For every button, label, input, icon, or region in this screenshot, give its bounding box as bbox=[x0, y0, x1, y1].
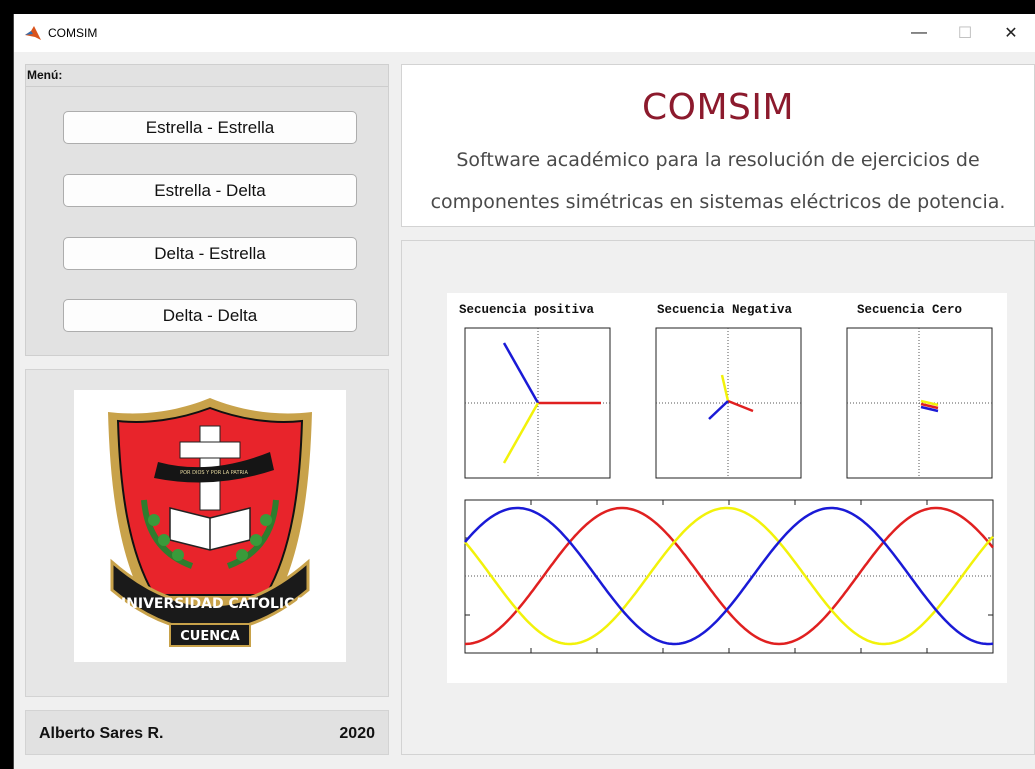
negative-sequence-axes bbox=[655, 327, 802, 479]
band-text: UNIVERSIDAD CATOLICA bbox=[115, 596, 306, 612]
university-logo: POR DIOS Y POR LA PATRIA UNIVERSIDAD CAT… bbox=[74, 390, 346, 662]
phasor-c bbox=[502, 342, 540, 404]
plots-svg bbox=[464, 327, 994, 654]
positive-sequence-axes bbox=[464, 327, 611, 479]
app-description-line1: Software académico para la resolución de… bbox=[456, 149, 980, 171]
phasor-b bbox=[720, 374, 730, 402]
menu-panel: Menú: Estrella - Estrella Estrella - Del… bbox=[25, 64, 389, 356]
city-text: CUENCA bbox=[180, 629, 239, 644]
delta-estrella-button[interactable]: Delta - Estrella bbox=[63, 237, 357, 270]
maximize-button[interactable]: ☐ bbox=[957, 25, 973, 42]
delta-delta-button[interactable]: Delta - Delta bbox=[63, 299, 357, 332]
waveform-axes bbox=[464, 499, 994, 654]
logo-panel: POR DIOS Y POR LA PATRIA UNIVERSIDAD CAT… bbox=[25, 369, 389, 697]
year-label: 2020 bbox=[339, 725, 375, 742]
waveform-phase-b bbox=[464, 506, 994, 646]
menu-divider bbox=[26, 86, 388, 87]
phasor-c bbox=[708, 400, 729, 420]
close-button[interactable]: ✕ bbox=[1004, 25, 1018, 42]
waveform-phase-a bbox=[464, 506, 994, 646]
app-heading: COMSIM bbox=[641, 87, 795, 128]
phasor-plot-area: Secuencia positiva Secuencia Negativa Se… bbox=[447, 293, 1007, 683]
phasor-b bbox=[502, 402, 540, 464]
estrella-delta-button[interactable]: Estrella - Delta bbox=[63, 174, 357, 207]
header-panel: COMSIM Software académico para la resolu… bbox=[401, 64, 1035, 227]
positive-sequence-title: Secuencia positiva bbox=[459, 303, 595, 317]
negative-sequence-title: Secuencia Negativa bbox=[657, 303, 793, 317]
minimize-button[interactable]: — bbox=[911, 24, 927, 41]
phasor-a bbox=[727, 399, 754, 413]
author-label: Alberto Sares R. bbox=[39, 725, 164, 742]
matlab-icon bbox=[25, 26, 41, 40]
title-bar[interactable]: COMSIM — ☐ ✕ bbox=[14, 14, 1035, 52]
window-title: COMSIM bbox=[48, 26, 98, 40]
university-crest-icon: POR DIOS Y POR LA PATRIA UNIVERSIDAD CAT… bbox=[108, 398, 312, 647]
app-description-line2: componentes simétricas en sistemas eléct… bbox=[430, 191, 1006, 213]
waveform-phase-c bbox=[464, 506, 994, 646]
zero-sequence-axes bbox=[846, 327, 993, 479]
app-window: COMSIM — ☐ ✕ Menú: Estrella - Estrella E… bbox=[13, 14, 1035, 769]
menu-title: Menú: bbox=[27, 68, 63, 82]
estrella-estrella-button[interactable]: Estrella - Estrella bbox=[63, 111, 357, 144]
zero-sequence-title: Secuencia Cero bbox=[857, 303, 963, 317]
ribbon-text: POR DIOS Y POR LA PATRIA bbox=[180, 470, 248, 476]
footer-panel: Alberto Sares R. 2020 bbox=[25, 710, 389, 755]
plot-panel: Secuencia positiva Secuencia Negativa Se… bbox=[401, 240, 1035, 755]
